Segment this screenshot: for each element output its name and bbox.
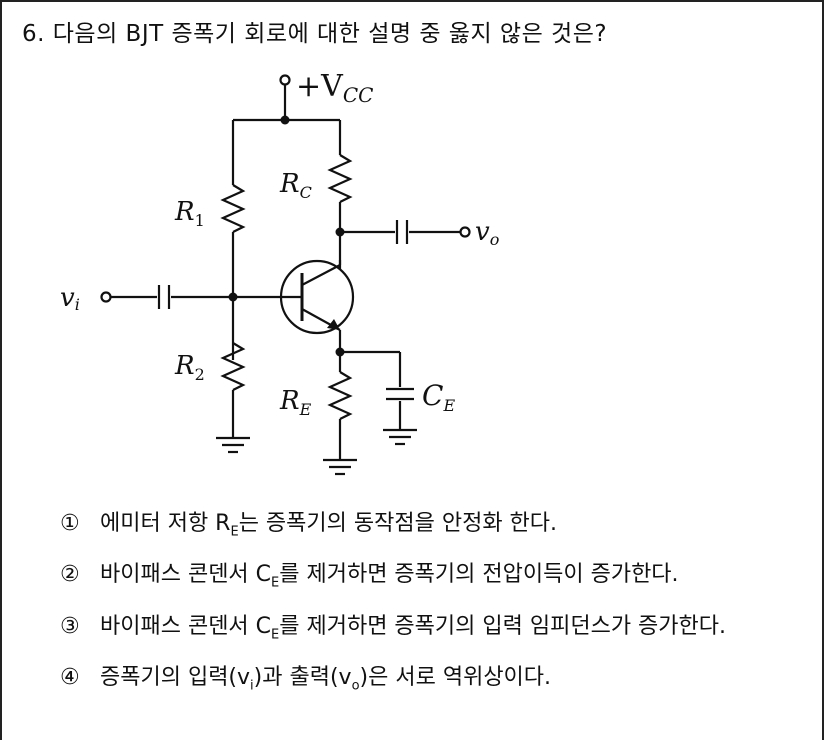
option-4[interactable]: ④ 증폭기의 입력(vi)과 출력(vo)은 서로 역위상이다.: [60, 662, 780, 701]
r2-resistor: [220, 342, 246, 391]
question-body: 다음의 BJT 증폭기 회로에 대한 설명 중 옳지 않은 것은?: [52, 21, 608, 47]
option-text: 바이패스 콘덴서 CE를 제거하면 증폭기의 입력 임피던스가 증가한다.: [100, 613, 727, 643]
option-number: ④: [60, 665, 80, 691]
rc-resistor: [327, 154, 353, 203]
option-2[interactable]: ② 바이패스 콘덴서 CE를 제거하면 증폭기의 전압이득이 증가한다.: [60, 559, 780, 598]
option-1[interactable]: ① 에미터 저항 RE는 증폭기의 동작점을 안정화 한다.: [60, 508, 780, 547]
ce-label: CE: [422, 379, 455, 415]
option-3[interactable]: ③ 바이패스 콘덴서 CE를 제거하면 증폭기의 입력 임피던스가 증가한다.: [60, 611, 780, 650]
answer-options: ① 에미터 저항 RE는 증폭기의 동작점을 안정화 한다. ② 바이패스 콘덴…: [60, 508, 780, 714]
option-text: 증폭기의 입력(vi)과 출력(vo)은 서로 역위상이다.: [100, 665, 552, 694]
emitter-arrow-icon: [327, 319, 340, 330]
r1-label: R1: [174, 197, 205, 230]
vi-terminal: [100, 291, 112, 303]
re-resistor: [327, 371, 353, 420]
r2-label: R2: [174, 351, 205, 384]
question-number: 6.: [22, 21, 45, 47]
transistor: [279, 259, 355, 335]
bjt-amplifier-circuit: +VCC RC R1 R2 RE CE vo vi: [60, 69, 499, 476]
option-text: 바이패스 콘덴서 CE를 제거하면 증폭기의 전압이득이 증가한다.: [100, 562, 679, 591]
question-text: 6. 다음의 BJT 증폭기 회로에 대한 설명 중 옳지 않은 것은?: [22, 14, 607, 48]
vo-terminal: [459, 226, 471, 238]
vo-label: vo: [475, 217, 499, 249]
option-number: ②: [60, 562, 80, 588]
re-label: RE: [279, 386, 312, 419]
vcc-terminal: [279, 74, 291, 86]
r1-resistor: [220, 184, 246, 233]
vi-label: vi: [60, 283, 80, 314]
option-text: 에미터 저항 RE는 증폭기의 동작점을 안정화 한다.: [100, 511, 558, 540]
option-number: ①: [60, 511, 80, 536]
option-number: ③: [60, 613, 80, 639]
vcc-label: +VCC: [296, 69, 373, 107]
rc-label: RC: [279, 169, 312, 202]
